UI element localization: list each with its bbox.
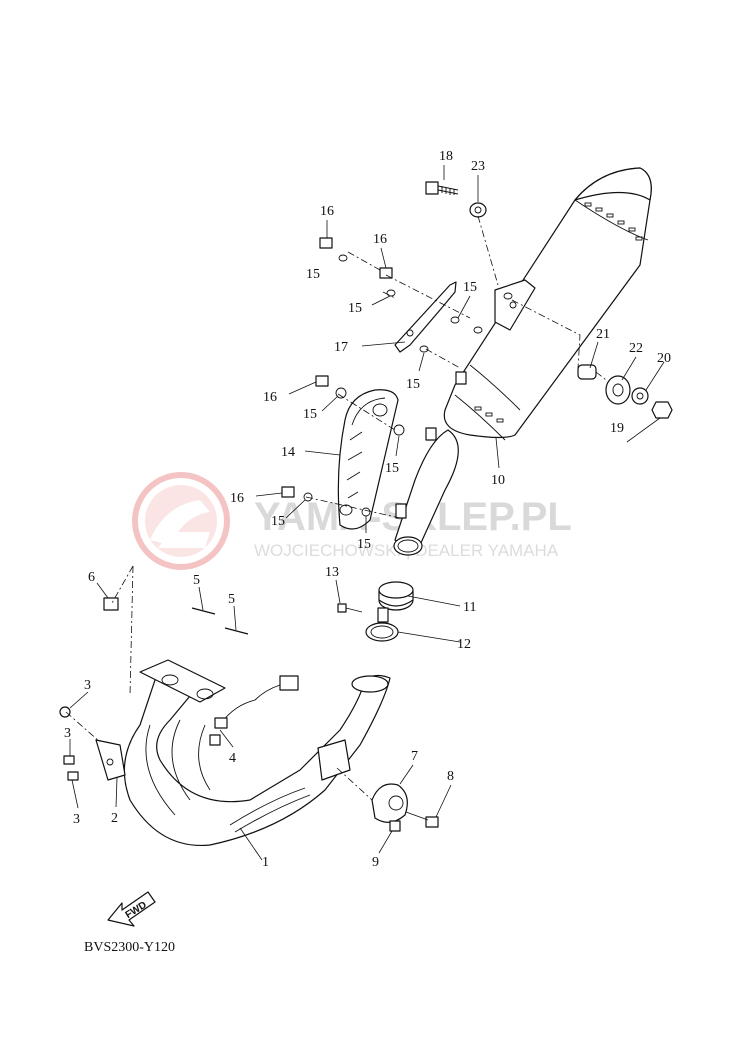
bolt-13 [337, 603, 363, 613]
callout-8: 8 [447, 769, 454, 784]
callout-7: 7 [411, 749, 418, 764]
callout-19: 19 [610, 421, 624, 436]
callout-12: 12 [457, 637, 471, 652]
callout-15: 15 [306, 267, 320, 282]
callout-20: 20 [657, 351, 671, 366]
gaskets-5 [191, 607, 249, 635]
callout-15: 15 [357, 537, 371, 552]
nut-9 [389, 820, 401, 832]
watermark-logo [132, 472, 230, 570]
bracket-17 [394, 281, 457, 353]
callouts: 18 23 16 16 15 15 15 17 15 16 15 14 15 1… [64, 149, 671, 870]
callout-4: 4 [229, 751, 236, 766]
upper-fasteners [281, 181, 673, 517]
callout-15: 15 [385, 461, 399, 476]
callout-10: 10 [491, 473, 505, 488]
callout-23: 23 [471, 159, 485, 174]
bolt-8 [405, 811, 439, 828]
callout-3: 3 [73, 812, 80, 827]
callout-16: 16 [263, 390, 277, 405]
callout-15: 15 [406, 377, 420, 392]
callout-16: 16 [320, 204, 334, 219]
callout-14: 14 [281, 445, 295, 460]
callout-15: 15 [271, 514, 285, 529]
clamp-12 [365, 607, 399, 642]
nut-6 [103, 597, 119, 611]
muffler [393, 167, 652, 556]
callout-21: 21 [596, 327, 610, 342]
heat-protector [337, 389, 399, 530]
callout-5: 5 [228, 592, 235, 607]
callout-15: 15 [463, 280, 477, 295]
leader-lines [69, 165, 665, 861]
callout-17: 17 [334, 340, 348, 355]
o2-sensor [209, 675, 299, 746]
diagram-code: BVS2300-Y120 [84, 940, 175, 955]
callout-1: 1 [262, 855, 269, 870]
callout-22: 22 [629, 341, 643, 356]
callout-18: 18 [439, 149, 453, 164]
callout-6: 6 [88, 570, 95, 585]
callout-15: 15 [348, 301, 362, 316]
callout-5: 5 [193, 573, 200, 588]
alignment-lines [65, 215, 607, 801]
callout-13: 13 [325, 565, 339, 580]
muffler-band-holes [474, 202, 643, 423]
callout-9: 9 [372, 855, 379, 870]
callout-16: 16 [373, 232, 387, 247]
gasket-11 [378, 581, 414, 611]
damper-7 [371, 783, 408, 823]
bracket-2 [95, 739, 126, 781]
callout-11: 11 [463, 600, 476, 615]
callout-2: 2 [111, 811, 118, 826]
callout-3: 3 [64, 726, 71, 741]
callout-16: 16 [230, 491, 244, 506]
fwd-arrow-icon: FWD [107, 891, 156, 927]
callout-3: 3 [84, 678, 91, 693]
bolts-3 [59, 706, 79, 781]
exhaust-pipe [123, 659, 391, 847]
callout-15: 15 [303, 407, 317, 422]
